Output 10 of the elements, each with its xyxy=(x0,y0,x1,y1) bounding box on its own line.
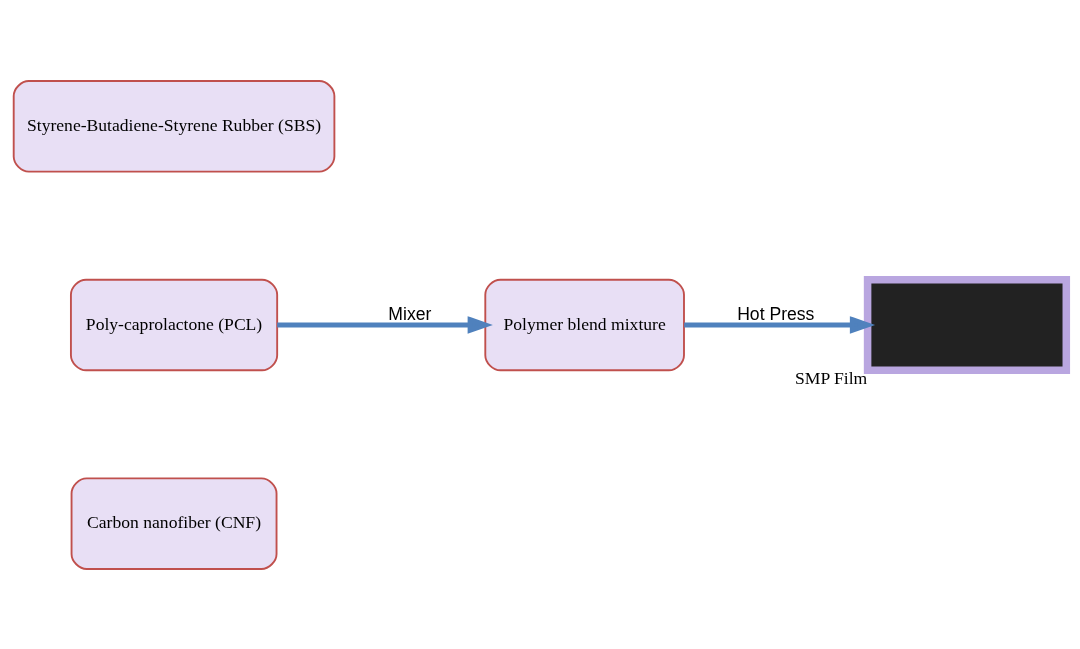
node-box xyxy=(863,275,1071,374)
node-box: Carbon nanofiber (CNF) xyxy=(70,476,278,570)
node-box: Styrene-Butadiene-Styrene Rubber (SBS) xyxy=(12,79,336,173)
node-box: Poly-caprolactone (PCL) xyxy=(69,278,279,371)
node-box: Polymer blend mixture xyxy=(484,278,685,371)
arrow xyxy=(684,315,876,334)
edge-label: Mixer xyxy=(388,303,432,324)
arrow xyxy=(277,315,493,334)
node-label: SMP Film xyxy=(795,367,868,388)
edge-label: Hot Press xyxy=(737,303,815,324)
